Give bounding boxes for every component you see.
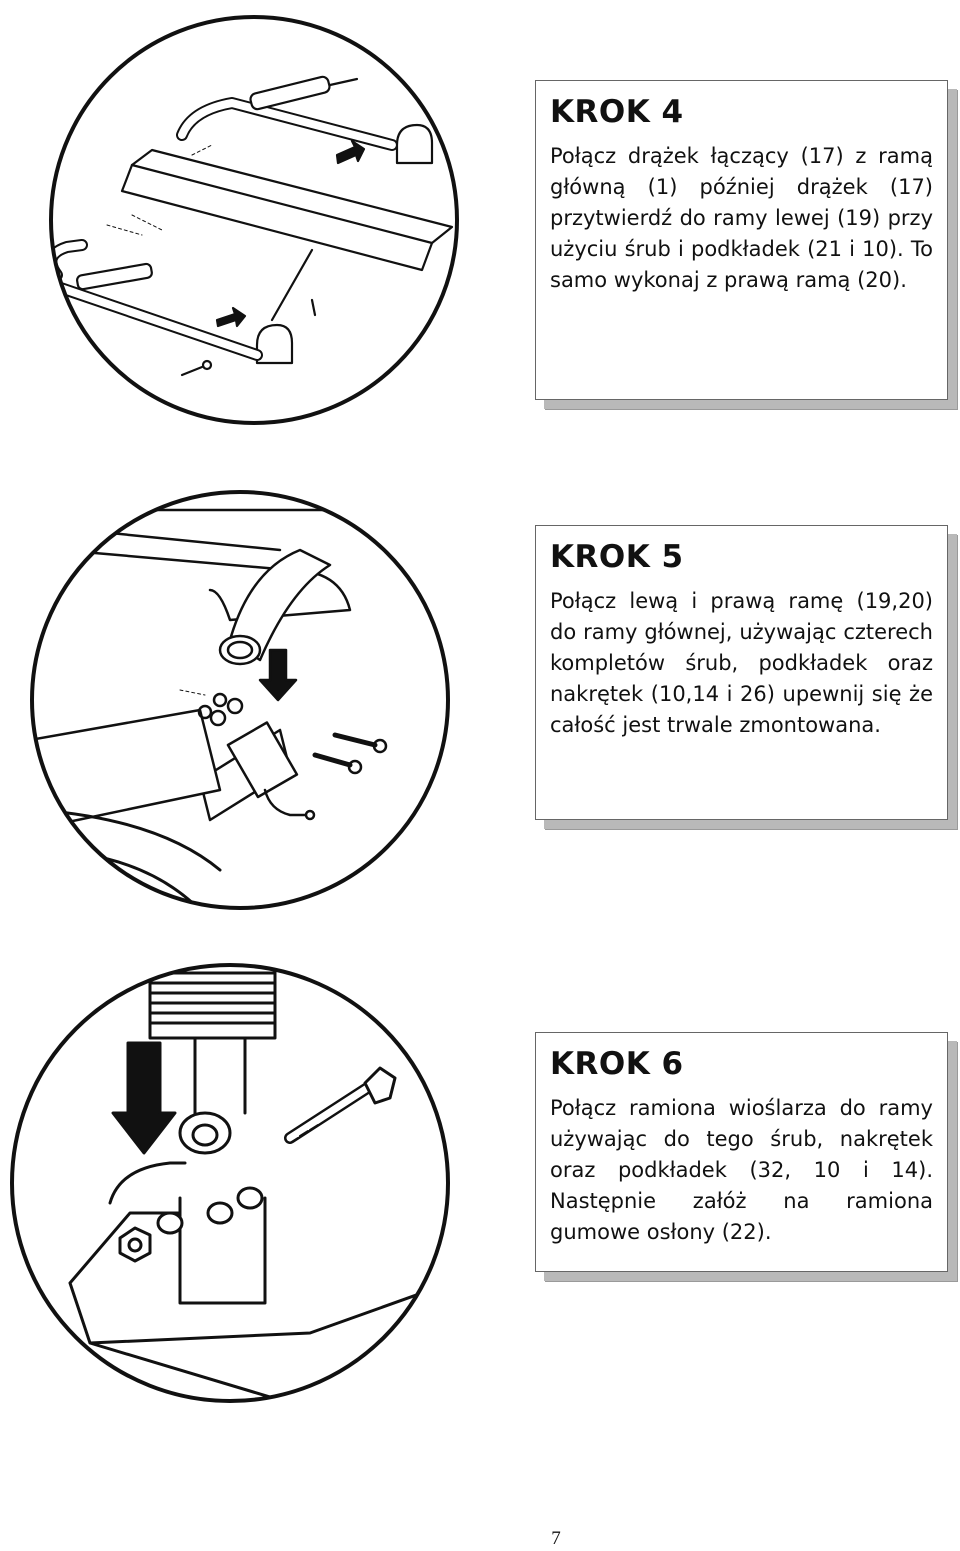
step-4-title: KROK 4 bbox=[550, 94, 684, 130]
frame-bracket-bolts-drawing-icon bbox=[30, 490, 450, 910]
step-4-card: KROK 4 Połącz drążek łączący (17) z ramą… bbox=[535, 80, 948, 400]
step-4-text: Połącz drążek łączący (17) z ramą główną… bbox=[550, 144, 933, 292]
step-6-title: KROK 6 bbox=[550, 1046, 684, 1082]
rowing-arm-bolt-drawing-icon bbox=[10, 963, 450, 1403]
page-number: 7 bbox=[551, 1528, 561, 1549]
step-5-title: KROK 5 bbox=[550, 539, 684, 575]
step-5-card: KROK 5 Połącz lewą i prawą ramę (19,20) … bbox=[535, 525, 948, 820]
frame-assembly-drawing-icon bbox=[12, 15, 512, 425]
step-6-text: Połącz ramiona wioślarza do ramy używają… bbox=[550, 1096, 933, 1244]
step-5-text: Połącz lewą i prawą ramę (19,20) do ramy… bbox=[550, 589, 933, 737]
step-6-card: KROK 6 Połącz ramiona wioślarza do ramy … bbox=[535, 1032, 948, 1272]
